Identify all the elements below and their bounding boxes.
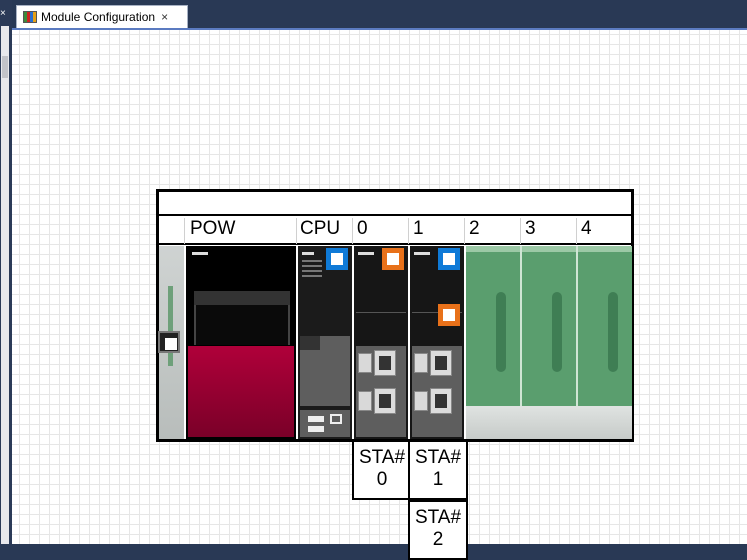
left-scrollbar-thumb[interactable] — [2, 56, 8, 78]
close-icon[interactable]: × — [161, 10, 169, 24]
ethernet-port-icon — [414, 388, 456, 414]
tab-underline — [12, 28, 747, 30]
left-scrollbar[interactable] — [1, 26, 9, 544]
cpu-status-square-icon[interactable] — [326, 248, 348, 270]
dock-collapse-icon[interactable]: × — [0, 8, 6, 19]
slot-label-3: 3 — [525, 218, 536, 239]
slot-label-1: 1 — [413, 218, 424, 239]
station-2-number: 2 — [432, 529, 444, 550]
base-header-divider — [156, 214, 634, 216]
station-2-box[interactable]: STA# 2 — [408, 500, 468, 560]
slot-separator — [408, 218, 409, 244]
slot-0-status-square-icon[interactable] — [382, 248, 404, 270]
document-tab-bar: Module Configuration × — [12, 0, 747, 30]
slot-separator — [520, 218, 521, 244]
ethernet-port-icon — [414, 350, 456, 376]
slot-label-0: 0 — [357, 218, 368, 239]
slot-separator — [576, 218, 577, 244]
slot-label-4: 4 — [581, 218, 592, 239]
tab-label: Module Configuration — [41, 10, 156, 24]
ethernet-port-icon — [358, 350, 400, 376]
station-1-number: 1 — [432, 469, 444, 490]
slot-1-network-module[interactable] — [410, 246, 464, 439]
station-0-label: STA# — [358, 447, 406, 468]
slot-label-cpu: CPU — [300, 218, 341, 239]
slot-separator — [464, 218, 465, 244]
ethernet-port-icon — [358, 388, 400, 414]
station-0-number: 0 — [376, 469, 388, 490]
slot-1-secondary-status-square-icon[interactable] — [438, 304, 460, 326]
slot-label-2: 2 — [469, 218, 480, 239]
left-dock-strip: × — [0, 0, 12, 544]
slot-1-status-square-icon[interactable] — [438, 248, 460, 270]
module-configuration-icon — [23, 11, 37, 23]
station-0-box[interactable]: STA# 0 — [352, 440, 412, 500]
slot-label-pow: POW — [190, 218, 236, 239]
slot-separator — [352, 218, 353, 244]
cpu-module[interactable] — [298, 246, 352, 439]
station-1-box[interactable]: STA# 1 — [408, 440, 468, 500]
station-2-label: STA# — [414, 507, 462, 528]
empty-slots-2-4[interactable] — [466, 246, 632, 439]
base-connector-square-icon[interactable] — [158, 331, 180, 353]
slot-separator — [184, 218, 185, 244]
slot-0-network-module[interactable] — [354, 246, 408, 439]
base-slot-divider — [156, 243, 634, 245]
station-1-label: STA# — [414, 447, 462, 468]
slot-separator — [296, 218, 297, 244]
power-supply-module[interactable] — [186, 246, 296, 439]
module-configuration-canvas[interactable]: POW CPU 0 1 2 3 4 — [12, 30, 747, 560]
tab-module-configuration[interactable]: Module Configuration × — [16, 5, 188, 28]
